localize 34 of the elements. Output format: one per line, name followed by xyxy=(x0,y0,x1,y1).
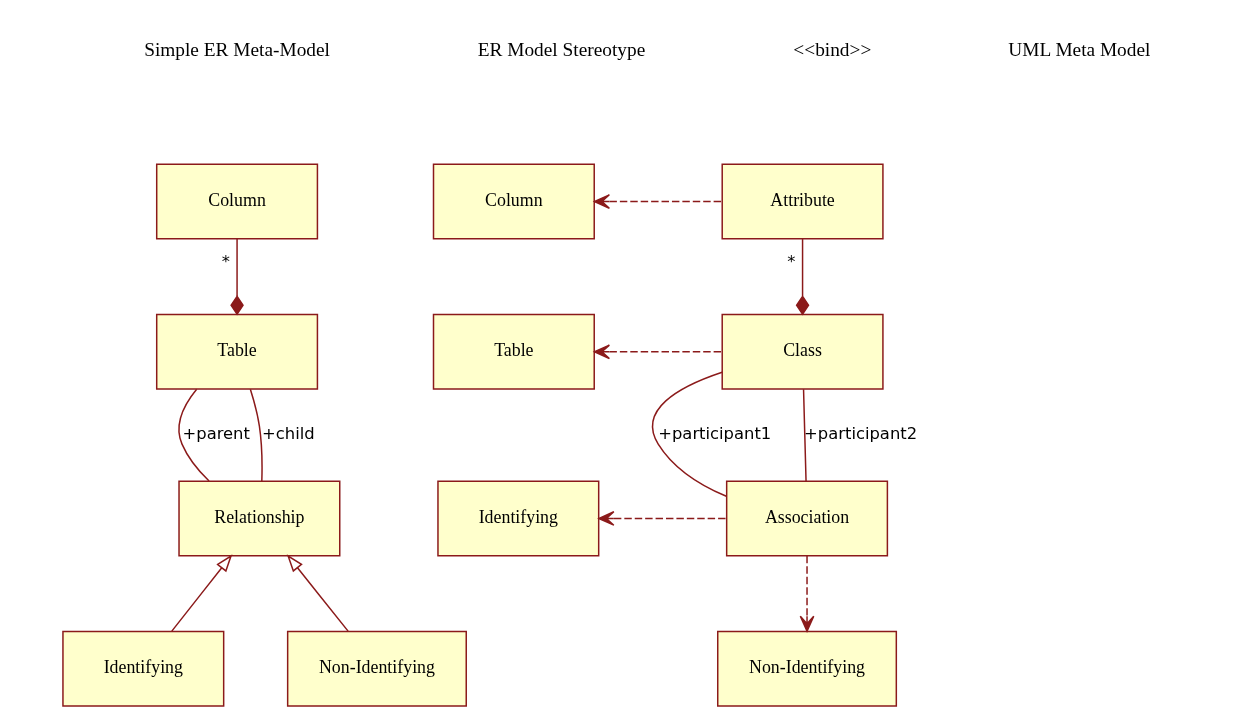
arrow xyxy=(170,554,232,632)
label: Simple ER Meta-Model xyxy=(143,39,330,61)
arrow xyxy=(799,555,814,632)
edge-label: +child xyxy=(261,424,315,444)
arrow xyxy=(593,344,723,360)
node-box: Association xyxy=(725,480,888,557)
arrow xyxy=(593,194,723,209)
connector xyxy=(229,238,244,316)
label: ER Model Stereotype xyxy=(477,39,645,61)
connector xyxy=(177,388,210,482)
node-box: Table xyxy=(432,313,595,390)
node-box: Attribute xyxy=(720,163,884,240)
connector xyxy=(651,371,727,498)
node-box: Non-Identifying xyxy=(286,630,467,707)
edge-label: * xyxy=(221,252,230,272)
node-box: Identifying xyxy=(436,480,599,557)
node-box: Class xyxy=(720,313,884,390)
node-box: Identifying xyxy=(61,630,224,707)
label: <<bind>> xyxy=(792,39,871,61)
label: UML Meta Model xyxy=(1007,39,1150,61)
node-box: Non-Identifying xyxy=(716,630,897,707)
connector xyxy=(802,388,807,482)
node-box: Column xyxy=(432,163,595,240)
arrow xyxy=(286,554,349,632)
arrow xyxy=(597,511,727,526)
connector xyxy=(795,238,809,316)
node-box: Column xyxy=(155,163,318,240)
edge-label: +participant2 xyxy=(803,424,917,444)
connector xyxy=(249,388,263,482)
edge-label: +parent xyxy=(182,424,250,444)
node-box: Relationship xyxy=(177,480,340,557)
edge-label: * xyxy=(786,252,795,272)
node-box: Table xyxy=(155,313,318,390)
edge-label: +participant1 xyxy=(657,424,771,444)
